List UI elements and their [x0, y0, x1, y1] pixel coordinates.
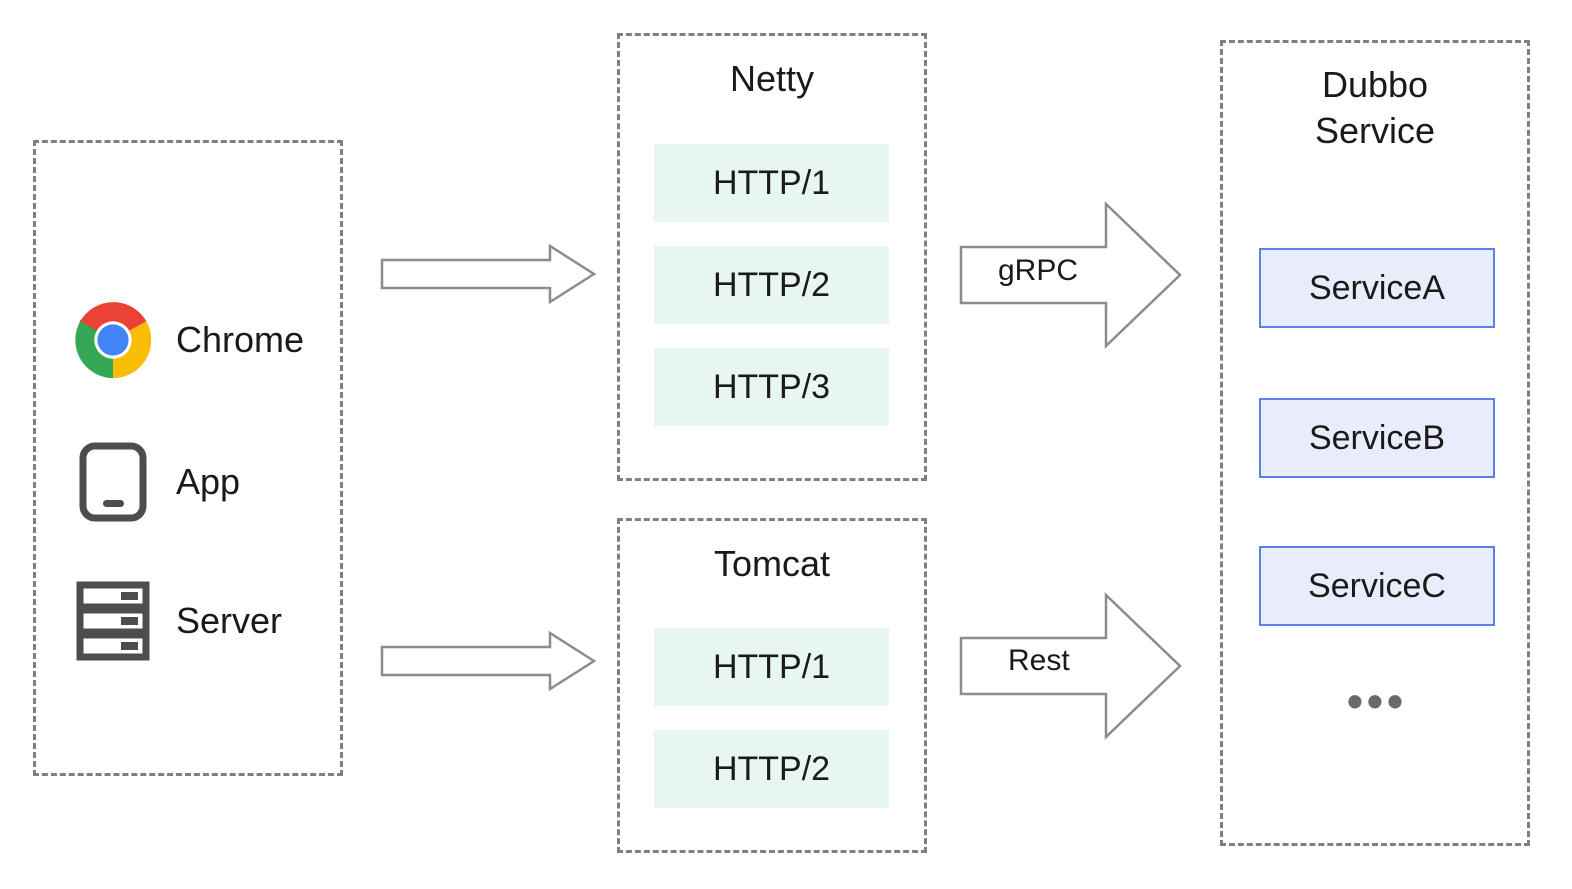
netty-protocol-http3: HTTP/3: [654, 348, 889, 426]
service-box-a[interactable]: ServiceA: [1259, 248, 1495, 328]
netty-protocol-http2: HTTP/2: [654, 246, 889, 324]
client-label-server: Server: [176, 600, 283, 641]
arrow-tomcat-to-dubbo: [958, 591, 1184, 741]
service-box-c[interactable]: ServiceC: [1259, 546, 1495, 626]
tomcat-title: Tomcat: [713, 543, 831, 584]
dubbo-service-title: Dubbo Service: [1314, 64, 1436, 152]
server-rack-icon: [72, 580, 154, 662]
dubbo-service-group-box: [1220, 40, 1530, 846]
tomcat-protocol-http1: HTTP/1: [654, 628, 889, 706]
client-label-chrome: Chrome: [176, 319, 305, 360]
client-row-chrome: Chrome: [72, 299, 304, 381]
services-more-ellipsis: •••: [1346, 675, 1408, 727]
netty-group-box: [617, 33, 927, 481]
arrow-client-to-tomcat: [380, 630, 598, 692]
arrow-netty-to-dubbo: [958, 200, 1184, 350]
client-row-server: Server: [72, 580, 282, 662]
client-label-app: App: [176, 461, 241, 502]
arrow-client-to-netty: [380, 243, 598, 305]
netty-protocol-http1: HTTP/1: [654, 144, 889, 222]
service-box-b[interactable]: ServiceB: [1259, 398, 1495, 478]
tomcat-protocol-http2: HTTP/2: [654, 730, 889, 808]
arrow-label-rest: Rest: [1008, 644, 1070, 677]
clients-group-box: [33, 140, 343, 776]
arrow-label-grpc: gRPC: [998, 254, 1079, 287]
client-row-app: App: [72, 441, 240, 523]
tomcat-group-box: [617, 518, 927, 853]
netty-title: Netty: [729, 58, 815, 99]
mobile-app-icon: [72, 441, 154, 523]
chrome-icon: [72, 299, 154, 381]
